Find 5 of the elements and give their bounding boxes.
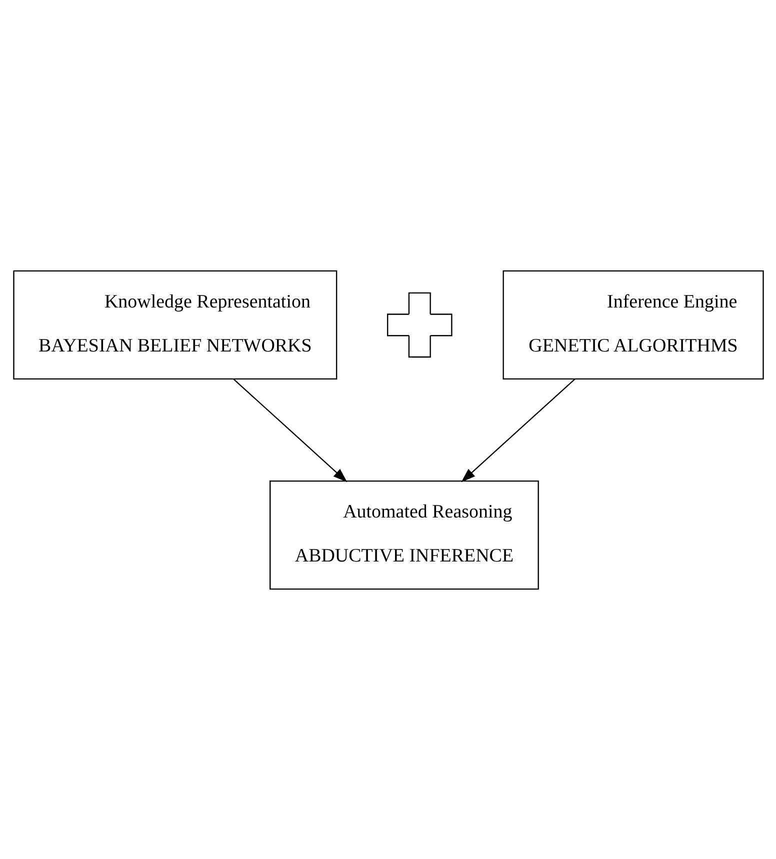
arrow — [460, 378, 575, 482]
node-box: Knowledge Representation BAYESIAN BELIEF NETWORKS — [12, 270, 337, 380]
node-box: Inference Engine GENETIC ALGORITHMS — [502, 270, 764, 380]
arrow — [232, 378, 347, 482]
node-box: Automated Reasoning ABDUCTIVE INFERENCE — [269, 480, 538, 590]
